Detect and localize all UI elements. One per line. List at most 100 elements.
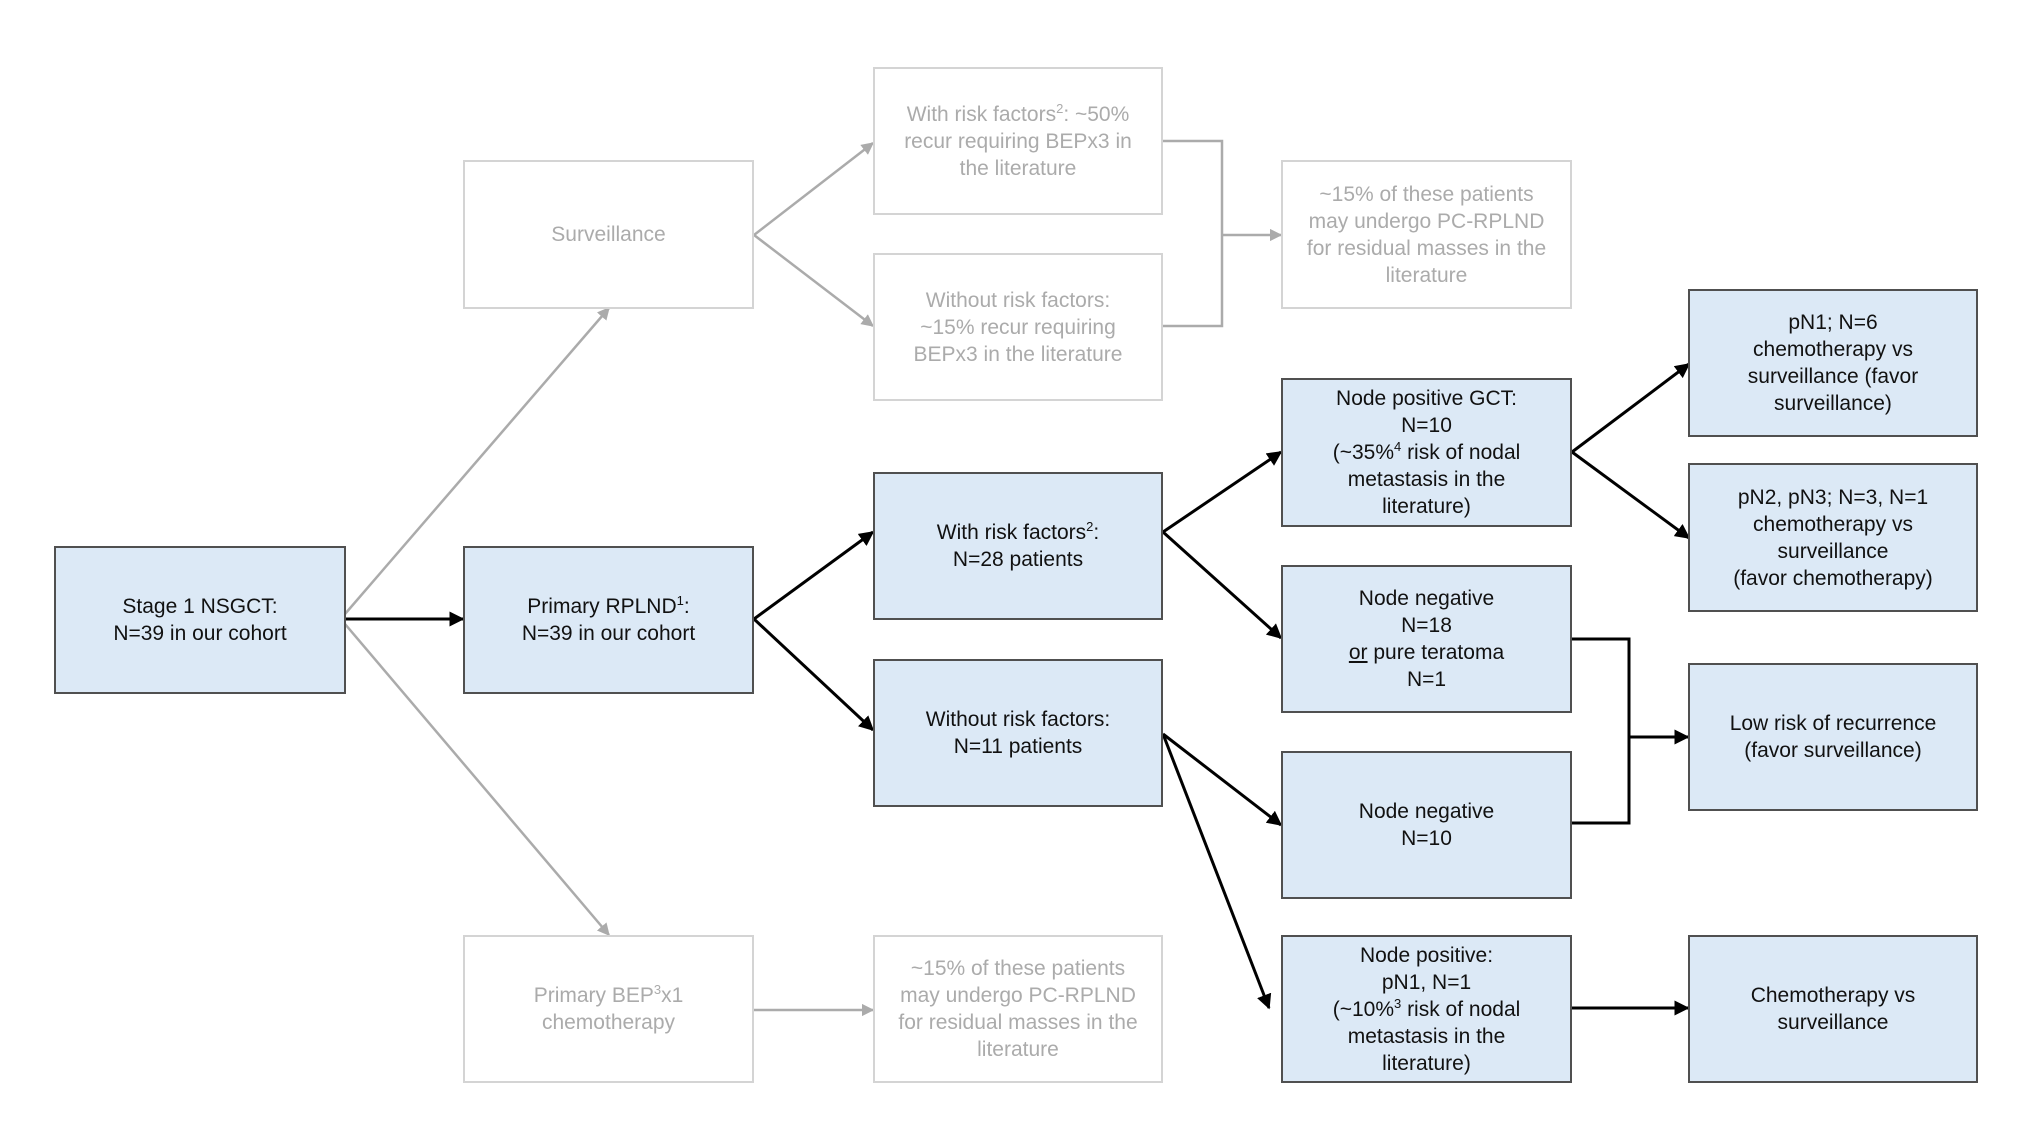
node-stage1-nsgct: Stage 1 NSGCT: N=39 in our cohort (54, 546, 346, 694)
footnote-marker: 2 (1056, 100, 1064, 116)
node-node-negative-10: Node negative N=10 (1281, 751, 1572, 899)
arrow-without-rf-to-node-pos-pn1 (1161, 733, 1272, 1010)
node-rplnd-without-risk-factors: Without risk factors: N=11 patients (873, 659, 1163, 807)
node-text-part: x1 (661, 984, 684, 1007)
node-text: surveillance (1777, 539, 1889, 563)
node-low-risk-of-recurrence: Low risk of recurrence (favor surveillan… (1688, 663, 1978, 811)
node-text-part: Primary RPLND (527, 595, 677, 618)
node-text: N=10 (1401, 414, 1452, 437)
node-text: Surveillance (551, 223, 666, 246)
node-text-part: (~35% (1332, 441, 1394, 464)
arrow-surveillance-to-without-rf (753, 234, 874, 327)
node-text: Without risk factors: (925, 288, 1111, 312)
node-text-part: (~10% (1332, 997, 1394, 1021)
node-text: With risk factors2: (937, 519, 1099, 546)
node-text: N=11 patients (953, 735, 1083, 758)
node-rplnd-with-risk-factors: With risk factors2: N=28 patients (873, 472, 1163, 620)
node-text: or pure teratoma (1349, 639, 1504, 666)
node-text: metastasis in the (1347, 1024, 1506, 1048)
node-text-part: pure teratoma (1367, 641, 1505, 664)
node-text: ~15% recur requiring (920, 315, 1116, 339)
arrow-node-pos-gct-to-pn2-pn3 (1571, 450, 1691, 540)
footnote-marker: 1 (676, 593, 684, 608)
node-text: surveillance) (1774, 392, 1892, 415)
node-text: metastasis in the (1347, 468, 1506, 491)
arrow-surveillance-to-with-rf (753, 142, 874, 236)
node-text: ~15% of these patients (1319, 182, 1534, 206)
node-text: chemotherapy vs (1753, 338, 1913, 361)
node-text: literature) (1382, 1051, 1471, 1075)
node-text: (~35%4 risk of nodal (1333, 439, 1521, 466)
arrow-node-pos-gct-to-pn1-n6 (1571, 362, 1691, 454)
node-chemotherapy-vs-surveillance: Chemotherapy vs surveillance (1688, 935, 1978, 1083)
node-text: N=39 in our cohort (113, 622, 287, 645)
node-text: may undergo PC-RPLND (900, 984, 1136, 1007)
node-surveillance-without-risk-factors: Without risk factors: ~15% recur requiri… (873, 253, 1163, 401)
node-text: surveillance (favor (1747, 365, 1919, 388)
arrow-rplnd-to-with-rf (753, 530, 875, 621)
node-text: Without risk factors: (925, 708, 1111, 731)
node-text: literature (1385, 263, 1468, 287)
node-surveillance: Surveillance (463, 160, 754, 309)
node-text: N=18 (1401, 614, 1452, 637)
node-text: surveillance (1777, 1011, 1889, 1034)
node-text: N=10 (1401, 827, 1452, 850)
node-text-part: With risk factors (936, 521, 1087, 544)
node-surveillance-with-risk-factors: With risk factors2: ~50% recur requiring… (873, 67, 1163, 215)
node-text-part: With risk factors (906, 102, 1057, 126)
node-text: N=39 in our cohort (521, 622, 696, 645)
node-text: ~15% of these patients (910, 957, 1126, 980)
node-node-positive-gct: Node positive GCT: N=10 (~35%4 risk of n… (1281, 378, 1572, 527)
node-text: BEPx3 in the literature (913, 342, 1123, 366)
node-text-part: risk of nodal (1401, 441, 1521, 464)
arrow-stage1-to-surveillance (344, 307, 610, 615)
node-text: Primary BEP3x1 (534, 982, 684, 1009)
node-text: the literature (959, 156, 1077, 180)
node-text: pN1; N=6 (1788, 311, 1878, 334)
node-text-underlined: or (1348, 641, 1368, 664)
node-text: recur requiring BEPx3 in (904, 129, 1132, 153)
node-bep-pc-rplnd: ~15% of these patients may undergo PC-RP… (873, 935, 1163, 1083)
node-text: pN2, pN3; N=3, N=1 (1737, 485, 1929, 509)
node-text-part: : (1093, 521, 1100, 544)
node-text: Node positive: (1359, 943, 1494, 967)
node-primary-bep: Primary BEP3x1 chemotherapy (463, 935, 754, 1083)
node-text: may undergo PC-RPLND (1308, 209, 1545, 233)
node-pn2-pn3: pN2, pN3; N=3, N=1 chemotherapy vs surve… (1688, 463, 1978, 612)
node-text: for residual masses in the (1306, 236, 1547, 260)
footnote-marker: 2 (1086, 519, 1094, 534)
node-text: Stage 1 NSGCT: (122, 595, 278, 618)
node-text: (favor chemotherapy) (1733, 566, 1933, 590)
bracket-surveillance-outcomes (1163, 139, 1224, 328)
node-text: With risk factors2: ~50% (907, 101, 1130, 128)
node-text-part: risk of nodal (1401, 997, 1521, 1021)
node-text: chemotherapy vs (1753, 512, 1913, 536)
node-text: for residual masses in the (898, 1011, 1138, 1034)
footnote-marker: 4 (1394, 439, 1402, 454)
node-text: Primary RPLND1: (527, 593, 689, 620)
node-text: literature) (1382, 495, 1471, 518)
node-text: (favor surveillance) (1744, 739, 1922, 762)
node-text: Node positive GCT: (1336, 387, 1517, 410)
node-text: literature (977, 1038, 1059, 1061)
arrow-with-rf-to-node-pos-gct (1162, 450, 1283, 534)
bracket-node-negative (1572, 637, 1631, 825)
footnote-marker: 3 (653, 982, 662, 997)
arrow-rplnd-to-without-rf (752, 617, 875, 732)
node-text: N=28 patients (952, 548, 1084, 571)
node-text-part: : (683, 595, 690, 618)
node-text: chemotherapy (541, 1011, 676, 1034)
node-text: (~10%3 risk of nodal (1333, 996, 1521, 1023)
node-text-part: : ~50% (1063, 102, 1130, 126)
node-text: N=1 (1406, 668, 1447, 691)
arrow-stage1-to-primary-bep (344, 623, 610, 936)
node-text: Node negative (1358, 800, 1495, 823)
node-text: Node negative (1358, 587, 1495, 610)
node-node-negative-18: Node negative N=18 or pure teratoma N=1 (1281, 565, 1572, 713)
arrow-with-rf-to-node-neg-18 (1161, 530, 1283, 640)
node-text: pN1, N=1 (1381, 970, 1472, 994)
arrow-without-rf-to-node-neg-10 (1162, 732, 1283, 827)
node-node-positive-pn1: Node positive: pN1, N=1 (~10%3 risk of n… (1281, 935, 1572, 1083)
